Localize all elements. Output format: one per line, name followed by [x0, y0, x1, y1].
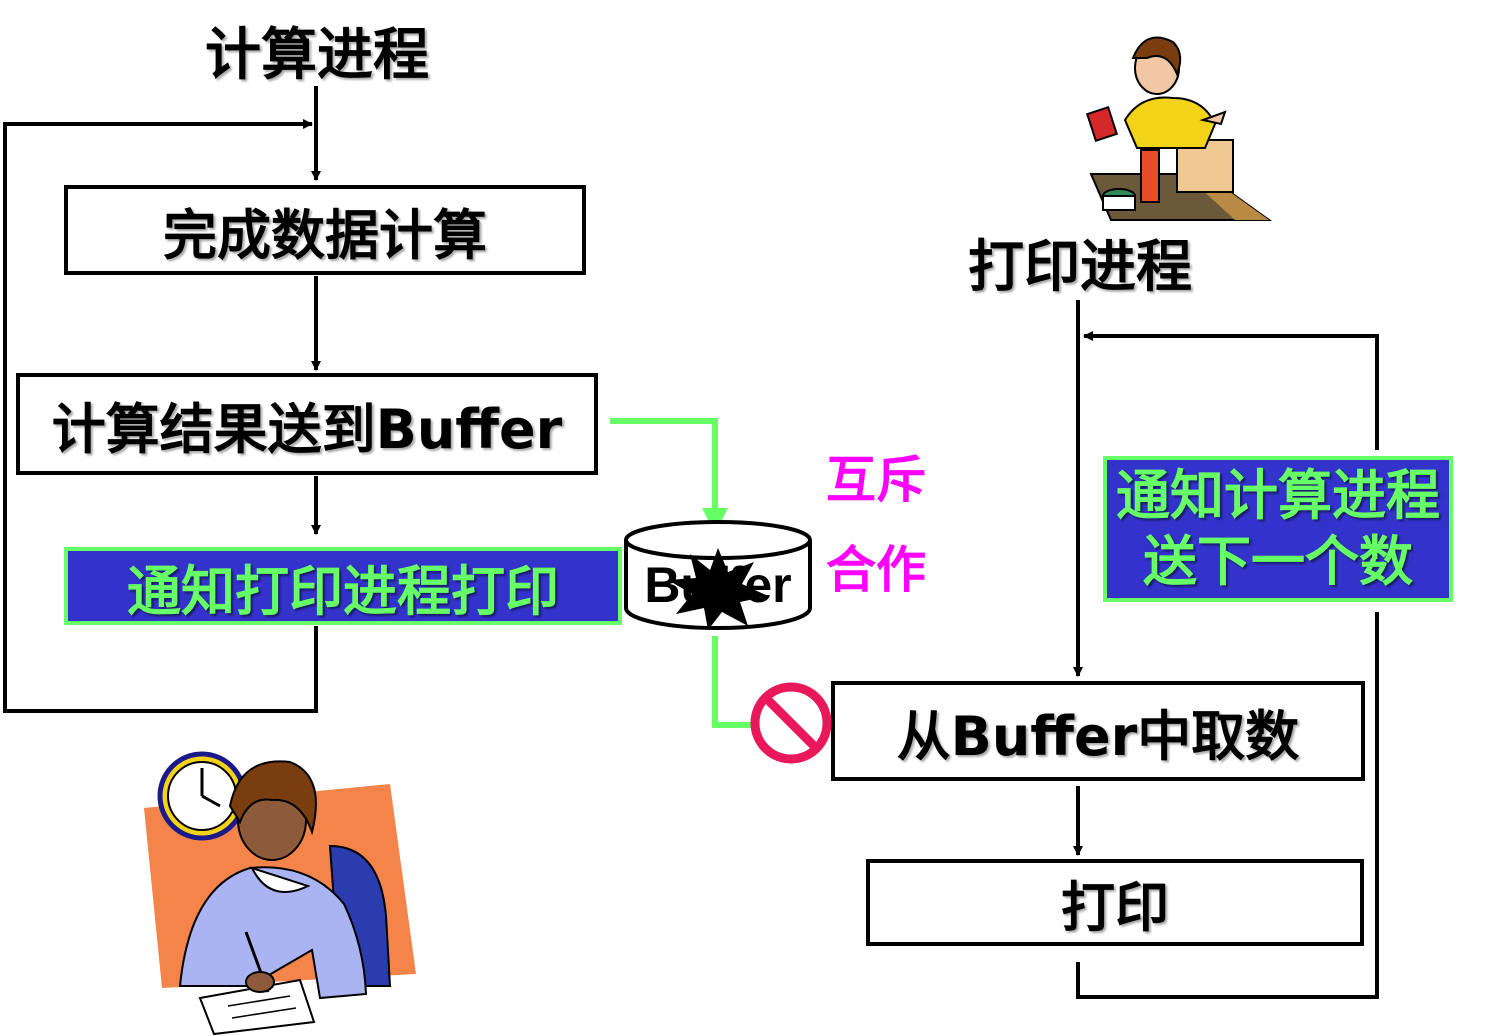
step-take-from-buffer[interactable]: 从Buffer中取数 [831, 681, 1365, 781]
no-entry-icon [750, 682, 832, 764]
compute-process-title: 计算进程 [205, 23, 429, 88]
step-print[interactable]: 打印 [866, 859, 1364, 946]
printer-worker-clipart [1085, 36, 1273, 221]
collision-burst [668, 548, 768, 630]
loop-back-right-top [1083, 331, 1379, 450]
loop-back-left [3, 119, 318, 713]
clock-icon [157, 751, 247, 841]
step-send-result-to-buffer[interactable]: 计算结果送到Buffer [16, 373, 598, 475]
cooperate-label: 合作 [826, 541, 926, 599]
notify-line-2: 送下一个数 [1143, 530, 1413, 593]
buffer-cylinder[interactable]: Buffer [620, 518, 816, 632]
loop-back-right [1076, 612, 1379, 999]
calculation-worker-clipart [144, 751, 416, 1036]
green-arrow-to-buffer [610, 418, 728, 534]
notify-compute-process-box[interactable]: 通知计算进程 送下一个数 [1103, 456, 1453, 602]
notify-print-process-box[interactable]: 通知打印进程打印 [64, 547, 622, 625]
print-process-title: 打印进程 [968, 235, 1192, 300]
step-complete-calculation[interactable]: 完成数据计算 [64, 185, 586, 275]
notify-line-1: 通知计算进程 [1116, 464, 1440, 528]
mutex-label: 互斥 [826, 451, 926, 509]
